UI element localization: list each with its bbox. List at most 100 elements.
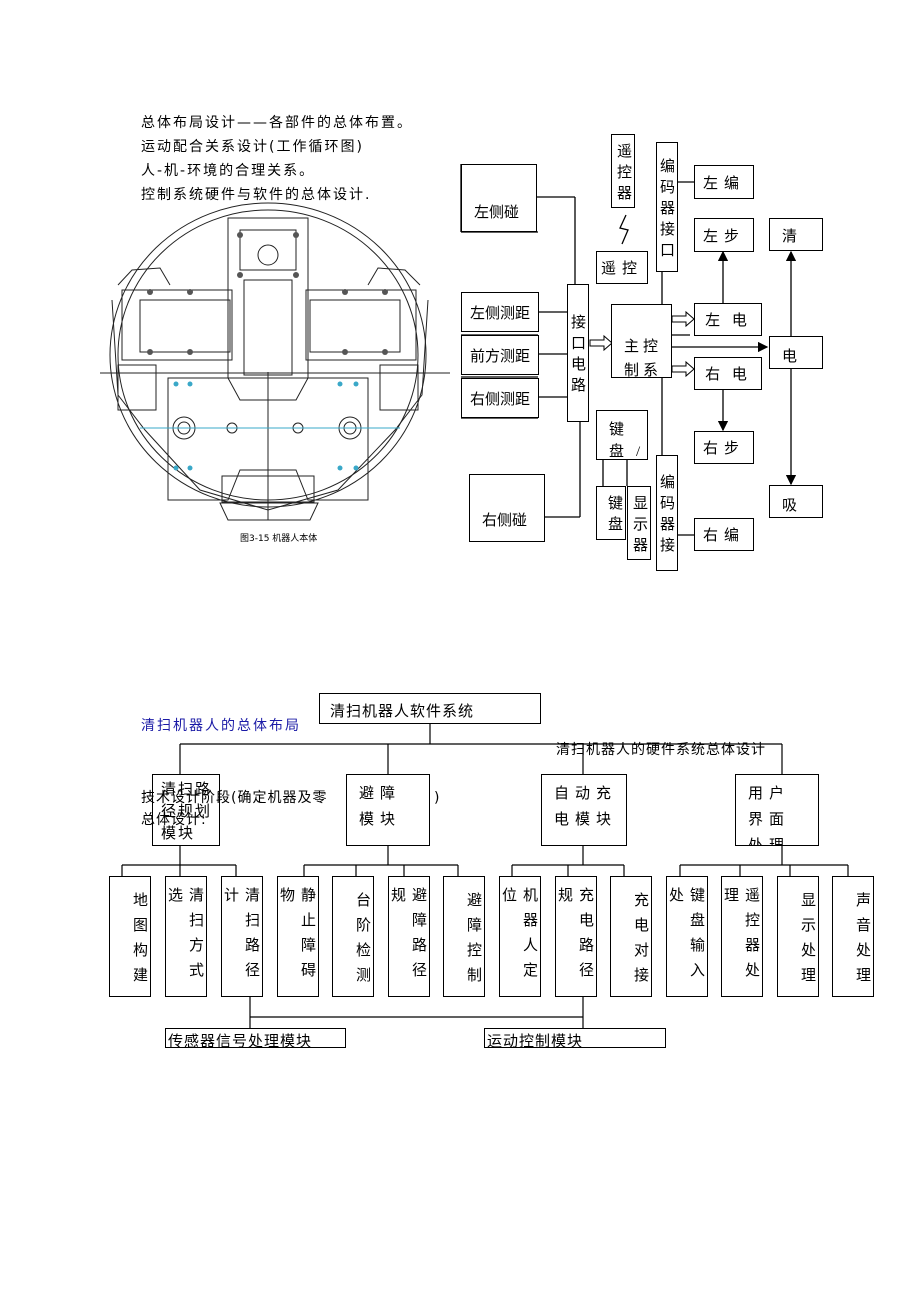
right-stepper-box: 右步 <box>694 431 754 464</box>
leaf-sound-processing-label: 声音处理 <box>854 891 870 992</box>
left-bump-sensor-label: 左侧碰 <box>474 205 520 221</box>
left-bump-sensor-box: 左侧碰 <box>461 164 537 232</box>
software-system-title-box: 清扫机器人软件系统 <box>319 693 541 724</box>
keyboard-display-label: 键盘/ <box>609 422 648 460</box>
leaf-step-detection: 台阶检测 <box>332 876 374 997</box>
leaf-cleaning-mode-label: 清扫方式选 <box>166 887 203 987</box>
right-encoder-label: 右编 <box>702 528 745 544</box>
left-distance-sensor-box: 左侧测距 <box>461 292 539 332</box>
remote-label: 遥控 <box>600 261 643 277</box>
leaf-remote-processing: 遥控器处理 <box>721 876 763 997</box>
motion-control-module-label: 运动控制模块 <box>487 1034 584 1048</box>
right-bump-sensor-label: 右侧碰 <box>482 513 528 529</box>
auto-charging-module-box: 自动充电模块 <box>541 774 627 846</box>
left-stepper-label: 左步 <box>702 228 745 245</box>
clean-box: 清 <box>769 218 823 251</box>
path-planning-module-box: 清扫路径规划模块 <box>152 774 220 846</box>
keyboard-display-box: 键盘/ <box>596 410 648 460</box>
left-distance-sensor-label: 左侧测距 <box>469 305 530 322</box>
overall-layout-label: 清扫机器人的总体布局 <box>141 718 301 734</box>
software-system-title: 清扫机器人软件系统 <box>330 704 475 720</box>
leaf-keyboard-input: 键盘输入处 <box>666 876 708 997</box>
electric-box: 电 <box>769 336 823 369</box>
leaf-avoid-control-label: 避障控制 <box>465 891 481 992</box>
encoder-interface-bottom-box: 编码器接 <box>656 455 678 571</box>
right-distance-sensor-box: 右侧测距 <box>461 378 539 418</box>
left-motor-box: 左 电 <box>694 303 762 336</box>
right-motor-box: 右 电 <box>694 357 762 390</box>
suction-box: 吸 <box>769 485 823 518</box>
suction-label: 吸 <box>782 498 798 514</box>
leaf-cleaning-path: 清扫路径计 <box>221 876 263 997</box>
encoder-interface-bottom-label: 编码器接 <box>658 474 674 558</box>
leaf-charging-path-label: 充电路径规 <box>556 887 593 987</box>
leaf-robot-localization: 机器人定位 <box>499 876 541 997</box>
leaf-display-processing-label: 显示处理 <box>799 891 815 992</box>
main-control-box: 主控制系 <box>611 304 672 378</box>
leaf-charging-docking: 充电对接 <box>610 876 652 997</box>
right-stepper-label: 右步 <box>702 441 745 457</box>
tech-design-stage-label: 技术设计阶段(确定机器及零 <box>141 790 328 806</box>
note-line-3: 人-机-环境的合理关系。 <box>141 163 316 179</box>
clean-label: 清 <box>782 229 798 245</box>
path-planning-module-label: 清扫路径规划模块 <box>161 782 213 842</box>
display-box: 显示器 <box>627 486 651 560</box>
note-line-1: 总体布局设计——各部件的总体布置。 <box>141 115 413 131</box>
leaf-keyboard-input-label: 键盘输入处 <box>667 887 704 987</box>
leaf-avoid-path-label: 避障路径规 <box>389 887 426 987</box>
leaf-charging-path: 充电路径规 <box>555 876 597 997</box>
leaf-avoid-path: 避障路径规 <box>388 876 430 997</box>
leaf-map-building: 地图构建 <box>109 876 151 997</box>
sensor-signal-module-box: 传感器信号处理模块 <box>165 1028 346 1048</box>
motion-control-module-box: 运动控制模块 <box>484 1028 666 1048</box>
encoder-interface-top-label: 编码器接口 <box>658 157 674 263</box>
right-encoder-box: 右编 <box>694 518 754 551</box>
main-control-label: 主控制系 <box>624 339 663 378</box>
hardware-system-label: 清扫机器人的硬件系统总体设计 <box>556 742 766 758</box>
keyboard-box: 键盘 <box>596 486 626 540</box>
left-motor-label: 左 电 <box>705 313 751 329</box>
interface-circuit-box: 接口电路 <box>567 284 589 422</box>
leaf-map-building-label: 地图构建 <box>131 891 147 992</box>
keyboard-label: 键盘 <box>606 495 622 537</box>
user-interface-module-label: 用户界面处理模块 <box>748 786 791 846</box>
leaf-static-obstacle: 静止障碍物 <box>277 876 319 997</box>
right-distance-sensor-label: 右侧测距 <box>469 391 530 408</box>
auto-charging-module-label: 自动充电模块 <box>554 786 618 828</box>
obstacle-avoidance-module-label: 避障模块 <box>359 786 402 828</box>
leaf-static-obstacle-label: 静止障碍物 <box>278 887 315 987</box>
obstacle-avoidance-module-box: 避障模块 <box>346 774 430 846</box>
leaf-cleaning-mode: 清扫方式选 <box>165 876 207 997</box>
display-label: 显示器 <box>631 494 647 558</box>
left-stepper-box: 左步 <box>694 218 754 252</box>
leaf-avoid-control: 避障控制 <box>443 876 485 997</box>
front-distance-sensor-box: 前方测距 <box>461 335 539 375</box>
remote-receiver-label: 遥控器 <box>615 142 631 206</box>
sensor-signal-module-label: 传感器信号处理模块 <box>168 1034 313 1048</box>
leaf-remote-processing-label: 遥控器处理 <box>722 887 759 987</box>
leaf-display-processing: 显示处理 <box>777 876 819 997</box>
tech-design-stage-close: ) <box>434 790 442 806</box>
leaf-robot-localization-label: 机器人定位 <box>500 887 537 987</box>
figure-caption: 图3-15 机器人本体 <box>240 534 318 544</box>
interface-circuit-label: 接口电路 <box>569 314 585 398</box>
leaf-step-detection-label: 台阶检测 <box>354 891 370 992</box>
left-encoder-label: 左编 <box>702 175 745 192</box>
remote-receiver-box: 遥控器 <box>611 134 635 208</box>
user-interface-module-box: 用户界面处理模块 <box>735 774 819 846</box>
remote-box: 遥控 <box>596 251 648 284</box>
right-motor-label: 右 电 <box>705 367 751 383</box>
electric-label: 电 <box>782 349 798 365</box>
note-line-4: 控制系统硬件与软件的总体设计. <box>141 187 372 203</box>
leaf-charging-docking-label: 充电对接 <box>632 891 648 992</box>
overall-design-label: 总体设计: <box>141 812 207 828</box>
note-line-2: 运动配合关系设计(工作循环图) <box>141 139 364 155</box>
leaf-cleaning-path-label: 清扫路径计 <box>222 887 259 987</box>
left-encoder-box: 左编 <box>694 165 754 199</box>
front-distance-sensor-label: 前方测距 <box>469 348 530 365</box>
encoder-interface-top-box: 编码器接口 <box>656 142 678 272</box>
right-bump-sensor-box: 右侧碰 <box>469 474 545 542</box>
leaf-sound-processing: 声音处理 <box>832 876 874 997</box>
